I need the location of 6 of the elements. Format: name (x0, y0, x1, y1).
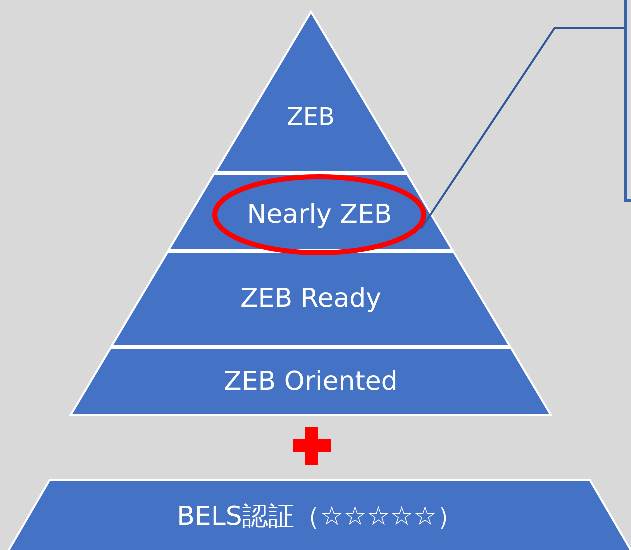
tier-label: ZEB Oriented (224, 366, 398, 396)
certification-label: BELS認証（☆☆☆☆☆） (177, 500, 463, 534)
tier-label: Nearly ZEB (247, 200, 392, 230)
tier-label: ZEB Ready (240, 284, 382, 314)
tier-label: ZEB (286, 102, 336, 131)
leader-line (420, 27, 624, 230)
